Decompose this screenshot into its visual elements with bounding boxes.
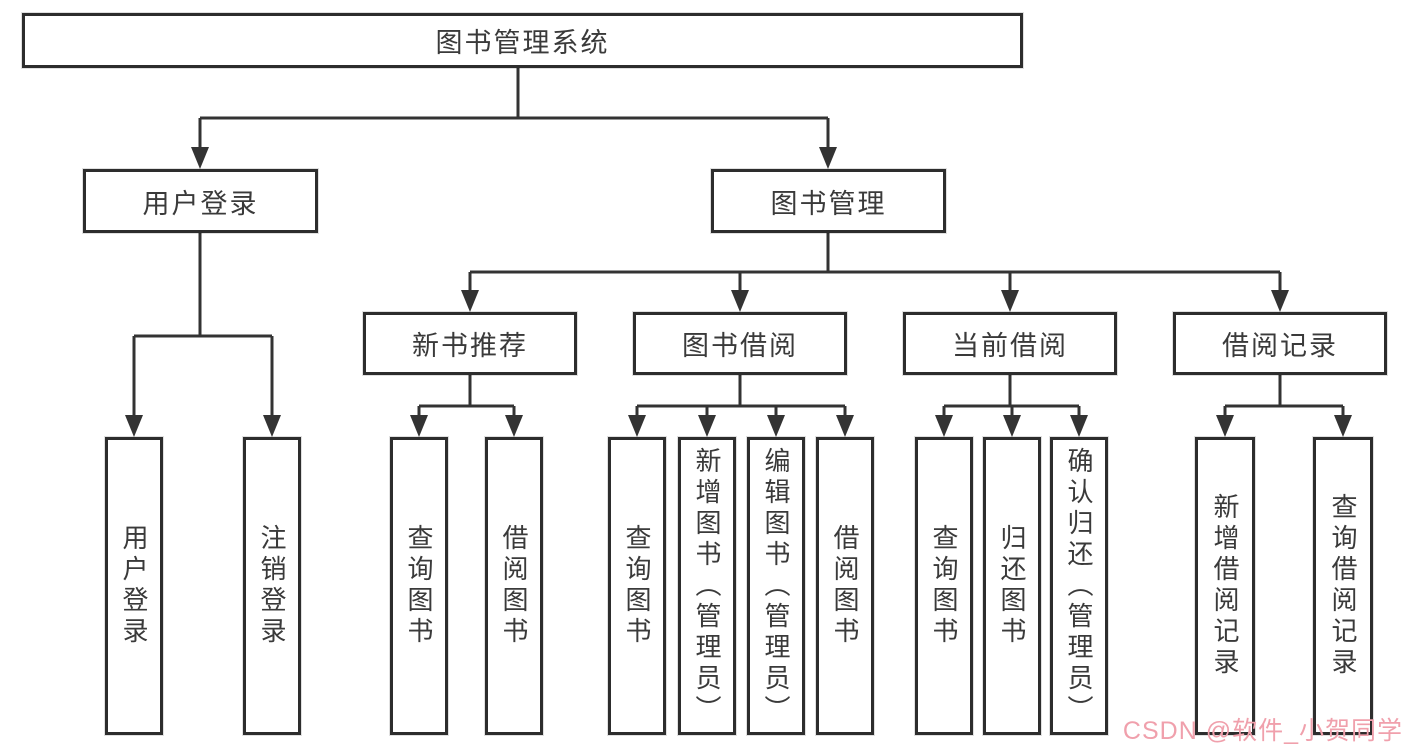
- node-label: 新增借阅记录: [1210, 493, 1240, 679]
- leaf-add-books-admin: 新增图书（管理员）: [678, 437, 736, 735]
- leaf-confirm-return-admin: 确认归还（管理员）: [1050, 437, 1108, 735]
- leaf-user-login: 用户登录: [105, 437, 163, 735]
- node-label: 借阅图书: [830, 524, 860, 648]
- node-label: 查询借阅记录: [1328, 493, 1358, 679]
- leaf-query-books: 查询图书: [608, 437, 666, 735]
- node-label: 图书借阅: [682, 331, 798, 361]
- node-root-system: 图书管理系统: [22, 13, 1023, 68]
- node-label: 用户登录: [142, 188, 259, 219]
- node-book-management: 图书管理: [711, 169, 946, 233]
- node-label: 借阅记录: [1222, 331, 1338, 361]
- node-label: 新增图书（管理员）: [692, 446, 722, 726]
- node-label: 用户登录: [119, 524, 149, 648]
- node-label: 当前借阅: [952, 331, 1068, 361]
- node-current-borrow: 当前借阅: [903, 312, 1117, 375]
- node-user-login: 用户登录: [83, 169, 318, 233]
- leaf-query-books: 查询图书: [915, 437, 973, 735]
- leaf-return-books: 归还图书: [983, 437, 1041, 735]
- node-new-book-recommend: 新书推荐: [363, 312, 577, 375]
- node-label: 查询图书: [929, 524, 959, 648]
- node-book-borrow: 图书借阅: [633, 312, 847, 375]
- node-borrow-records: 借阅记录: [1173, 312, 1387, 375]
- node-label: 确认归还（管理员）: [1064, 446, 1094, 726]
- node-label: 编辑图书（管理员）: [761, 446, 791, 726]
- node-label: 归还图书: [997, 524, 1027, 648]
- node-label: 图书管理: [770, 188, 887, 219]
- leaf-logout: 注销登录: [243, 437, 301, 735]
- leaf-borrow-books: 借阅图书: [816, 437, 874, 735]
- csdn-watermark: CSDN @软件_小贺同学: [1122, 717, 1403, 745]
- node-label: 图书管理系统: [435, 28, 610, 58]
- node-label: 借阅图书: [499, 524, 529, 648]
- leaf-borrow-books: 借阅图书: [485, 437, 543, 735]
- node-label: 查询图书: [404, 524, 434, 648]
- node-label: 新书推荐: [412, 331, 528, 361]
- leaf-edit-books-admin: 编辑图书（管理员）: [747, 437, 805, 735]
- leaf-query-borrow-record: 查询借阅记录: [1313, 437, 1373, 735]
- node-label: 注销登录: [257, 524, 287, 648]
- leaf-add-borrow-record: 新增借阅记录: [1195, 437, 1255, 735]
- leaf-query-books: 查询图书: [390, 437, 448, 735]
- node-label: 查询图书: [622, 524, 652, 648]
